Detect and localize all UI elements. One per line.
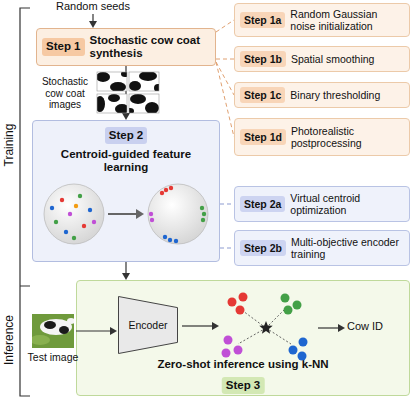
substep-box: Step 2a Virtual centroid optimization [234,186,410,222]
step-title: Virtual centroid optimization [290,192,404,216]
connector-line [125,262,126,274]
annotation-label: Random seeds [48,0,138,13]
annotation-label: Stochastic cow coat images [34,76,96,111]
phase-bracket [20,8,30,396]
step-title: Multi-objective encoder training [291,236,404,260]
connector [216,20,234,32]
connector-line [216,20,234,32]
connector-line [216,59,234,60]
annotation-label: Cow ID [347,320,407,333]
annotation-label: Test image [24,351,82,363]
process-box: Zero-shot inference using k-NN Step 3 Enco… [76,280,410,396]
step-tag: Step 2a [240,196,285,212]
test-image [32,314,74,348]
step-title: Spatial smoothing [291,53,404,65]
step-title: Binary thresholding [290,89,404,101]
substep-box: Step 1c Binary thresholding [234,82,410,108]
connector-line [220,204,234,205]
process-box: Step 1 Stochastic cow coat synthesis [36,28,216,66]
connector-line [220,248,234,249]
step-tag: Step 2 [105,127,148,144]
connector-line [216,62,234,95]
encoder-block: Encoder [118,296,178,354]
seed-arrow [89,14,97,28]
step-title: Centroid-guided feature learning [43,148,209,174]
encoder-label: Encoder [128,319,167,331]
substep-box: Step 1a Random Gaussian noise initializat… [234,3,410,37]
connector [220,248,234,249]
connector-line [125,66,126,114]
connector [216,62,234,95]
substep-box: Step 1d Photorealistic postprocessing [234,118,410,156]
arrow-head [122,273,130,280]
substep-box: Step 2b Multi-objective encoder training [234,230,410,266]
connector [216,59,234,60]
step-tag: Step 3 [222,377,265,394]
annotation-label: Inference [2,290,16,390]
step-title: Stochastic cow coat synthesis [90,34,210,60]
step-tag: Step 1b [240,51,286,67]
step-tag: Step 1d [240,129,286,145]
step-title: Zero-shot inference using k-NN [77,358,409,371]
step-tag: Step 1a [240,12,285,28]
connector [220,204,234,205]
annotation-label: Training [2,85,16,205]
step-title: Photorealistic postprocessing [291,125,404,149]
connector [122,66,130,120]
step-tag: Step 1c [240,87,285,103]
step-title: Random Gaussian noise initialization [290,8,404,32]
substep-box: Step 1b Spatial smoothing [234,46,410,72]
encoder-outline [119,297,178,354]
arrow-head [122,113,130,120]
process-box: Step 2 Centroid-guided feature learning [32,120,220,262]
step-tag: Step 1 [42,38,85,55]
cow-coat-tiles [95,71,162,114]
step-tag: Step 2b [240,240,286,256]
connector [122,262,130,280]
